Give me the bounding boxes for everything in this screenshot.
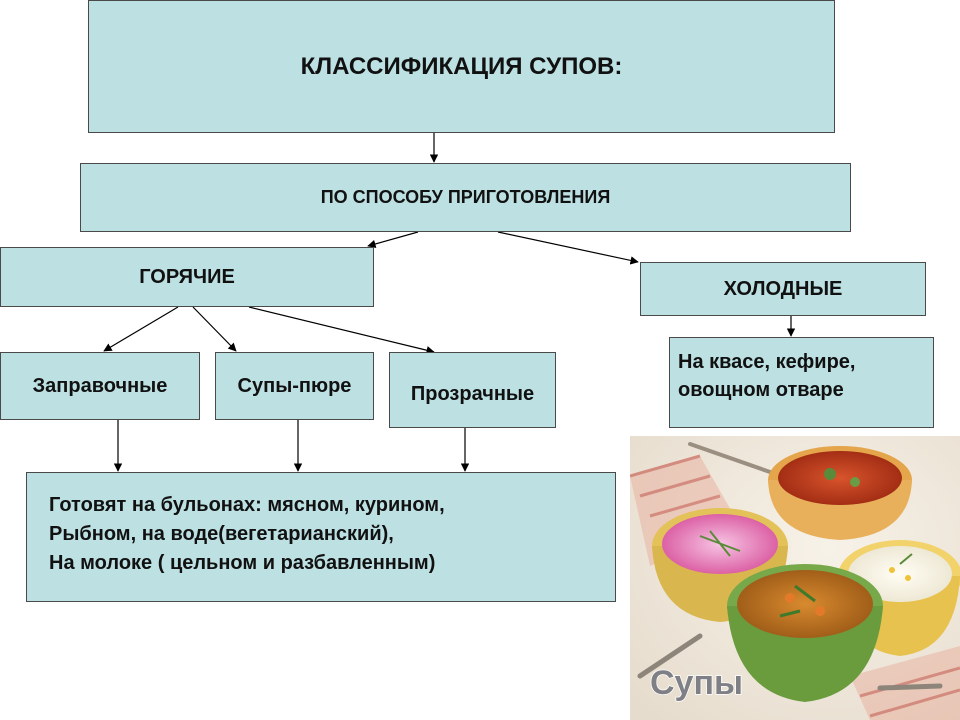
cold-soups-box: ХОЛОДНЫЕ [640,262,926,316]
vegetable-clear-soup [727,564,883,702]
cold-label: ХОЛОДНЫЕ [723,277,843,300]
method-box: ПО СПОСОБУ ПРИГОТОВЛЕНИЯ [80,163,851,232]
photo-caption: Супы [650,664,743,702]
hot-desc-line-3: На молоке ( цельном и разбавленным) [49,552,436,574]
pure-label: Супы-пюре [237,374,352,397]
title-box: КЛАССИФИКАЦИЯ СУПОВ: [88,0,835,133]
arrow-method-to-hot [367,231,419,249]
cold-desc-line-2: овощном отваре [678,379,844,401]
cold-desc-line-1: На квасе, кефире, [678,351,856,373]
method-label: ПО СПОСОБУ ПРИГОТОВЛЕНИЯ [320,187,611,207]
hot-description-box: Готовят на бульонах: мясном, курином, Ры… [26,472,616,602]
title-label: КЛАССИФИКАЦИЯ СУПОВ: [300,52,623,80]
tomato-meat-soup [768,446,912,540]
hot-soups-box: ГОРЯЧИЕ [0,247,374,307]
arrow-hot-to-prozrachnye [248,306,435,355]
spoons [637,442,943,691]
soups-photo: Супы [630,436,960,720]
arrow-hot-to-pure [192,306,237,352]
hot-desc-line-1: Готовят на бульонах: мясном, курином, [49,494,445,516]
prozrachnye-label: Прозрачные [410,382,535,405]
zapravochnye-box: Заправочные [0,352,200,420]
cold-description-box: На квасе, кефире, овощном отваре [669,337,934,428]
prozrachnye-box: Прозрачные [389,352,556,428]
zapravochnye-label: Заправочные [32,374,168,397]
beet-kefir-soup [652,508,788,622]
hot-label: ГОРЯЧИЕ [139,266,235,288]
hot-desc-line-2: Рыбном, на воде(вегетарианский), [49,523,394,545]
arrow-method-to-cold [497,231,639,265]
pure-soups-box: Супы-пюре [215,352,374,420]
arrow-hot-to-zapravochnye [103,306,179,352]
